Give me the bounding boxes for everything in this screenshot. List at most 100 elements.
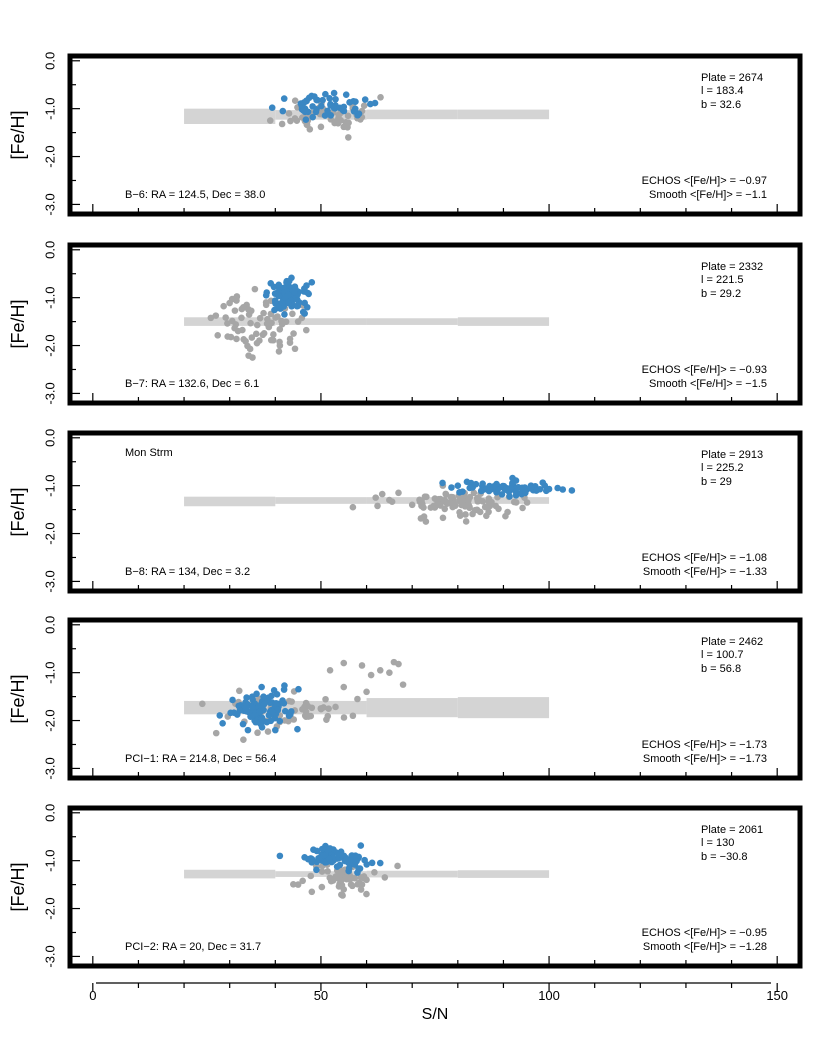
blue-point xyxy=(294,725,301,733)
blue-point xyxy=(269,708,276,716)
smooth-band-segment xyxy=(457,317,550,326)
y-axis-ticks xyxy=(70,437,80,583)
smooth-mean-label: Smooth <[Fe/H]> = −1.5 xyxy=(649,378,767,390)
smooth-mean-label: Smooth <[Fe/H]> = −1.28 xyxy=(643,941,767,953)
gray-point xyxy=(418,502,425,510)
blue-points xyxy=(216,682,302,734)
gray-point xyxy=(470,489,478,497)
blue-point xyxy=(355,110,363,117)
gray-point xyxy=(246,345,254,353)
blue-point xyxy=(229,696,236,704)
gray-point xyxy=(318,868,326,875)
blue-point xyxy=(368,859,376,867)
gray-point xyxy=(337,117,345,124)
y-tick-label: -2.0 xyxy=(43,145,58,167)
x-axis-label: S/N xyxy=(422,1006,449,1023)
gray-point xyxy=(394,862,401,870)
gray-point xyxy=(248,334,256,341)
gray-point xyxy=(340,714,348,721)
gray-point xyxy=(251,285,259,293)
gray-point xyxy=(199,700,206,708)
blue-point xyxy=(280,700,288,707)
gray-point xyxy=(291,97,299,104)
blue-point xyxy=(472,480,480,488)
gray-point xyxy=(335,883,343,890)
gray-point xyxy=(327,877,335,885)
blue-point xyxy=(294,302,302,310)
blue-point xyxy=(527,484,535,492)
gray-point xyxy=(307,872,315,880)
panel-x-ticks xyxy=(92,581,778,591)
gray-point xyxy=(441,505,449,513)
gray-point xyxy=(240,303,247,311)
blue-point xyxy=(466,484,473,492)
gray-point xyxy=(523,499,531,506)
smooth-band xyxy=(184,496,550,507)
gray-point xyxy=(317,123,325,131)
gray-point xyxy=(318,883,326,891)
blue-point xyxy=(276,717,284,725)
blue-point xyxy=(509,479,516,487)
blue-point xyxy=(522,489,529,497)
panel-x-ticks xyxy=(92,393,778,403)
gray-point xyxy=(395,660,402,668)
blue-point xyxy=(291,289,298,296)
gray-point xyxy=(408,501,416,509)
gray-point xyxy=(421,493,429,500)
blue-point xyxy=(268,692,275,700)
gray-point xyxy=(465,496,472,504)
blue-point xyxy=(351,861,359,868)
gray-point xyxy=(372,494,379,501)
blue-point xyxy=(559,486,567,493)
gray-point xyxy=(485,508,492,516)
smooth-band-segment xyxy=(275,497,367,504)
y-tick-label: -2.0 xyxy=(43,897,58,919)
l-label: l = 100.7 xyxy=(701,649,744,661)
gray-point xyxy=(308,888,316,896)
blue-point xyxy=(244,726,252,734)
gray-point xyxy=(331,119,338,127)
gray-point xyxy=(222,314,229,321)
blue-point xyxy=(285,712,293,720)
gray-point xyxy=(325,705,332,712)
x-tick-label: 50 xyxy=(314,988,328,1003)
y-axis-ticks xyxy=(70,624,80,770)
plate-label: Plate = 2061 xyxy=(701,824,763,836)
gray-point xyxy=(386,669,393,676)
gray-point xyxy=(233,335,240,343)
blue-point xyxy=(504,486,512,494)
gray-point xyxy=(456,497,463,505)
smooth-band-segment xyxy=(184,869,276,879)
gray-point xyxy=(340,659,348,667)
gray-point xyxy=(214,332,222,339)
gray-point xyxy=(418,497,425,505)
blue-point xyxy=(300,107,307,114)
blue-point xyxy=(350,107,358,115)
gray-point xyxy=(256,337,263,344)
blue-point xyxy=(533,487,540,494)
y-axis-label: [Fe/H] xyxy=(8,487,28,536)
blue-point xyxy=(318,102,325,110)
blue-point xyxy=(518,484,526,492)
gray-point xyxy=(465,501,473,509)
gray-point xyxy=(289,310,296,318)
y-tick-label: 0.0 xyxy=(43,804,58,822)
plate-label: Plate = 2913 xyxy=(701,449,763,461)
blue-point xyxy=(281,707,289,715)
smooth-band-segment xyxy=(457,870,550,878)
smooth-band xyxy=(184,108,550,124)
blue-point xyxy=(303,282,310,289)
blue-point xyxy=(260,693,267,700)
gray-point xyxy=(276,342,284,349)
field-label: B−8: RA = 134, Dec = 3.2 xyxy=(125,566,250,578)
y-tick-label: -1.0 xyxy=(43,286,58,308)
y-tick-label: 0.0 xyxy=(43,52,58,70)
gray-point xyxy=(492,502,500,510)
blue-point xyxy=(216,712,224,719)
gray-points xyxy=(349,482,531,525)
blue-point xyxy=(281,682,288,689)
